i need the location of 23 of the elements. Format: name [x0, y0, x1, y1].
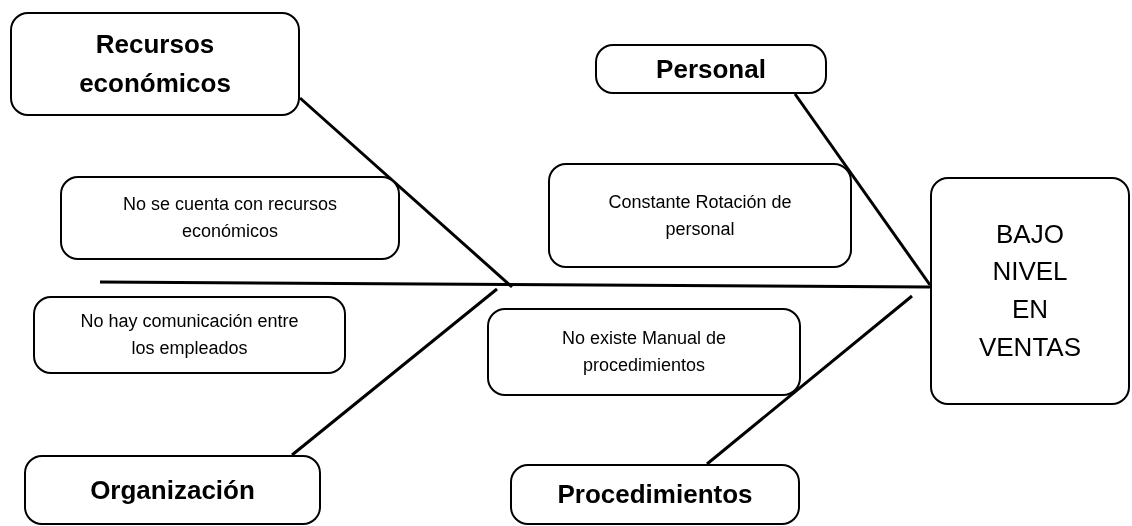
effect-box [930, 177, 1130, 405]
connector-line [299, 96, 513, 289]
cause-box [33, 296, 346, 374]
category-box [24, 455, 321, 525]
cause-text: No hay comunicación entre los empleados [79, 310, 300, 360]
cause-text: Constante Rotación de personal [607, 190, 793, 241]
cause-box [487, 308, 801, 396]
cause-box [60, 176, 400, 260]
cause-text: No se cuenta con recursos económicos [121, 193, 339, 243]
effect-label: BAJO NIVEL EN VENTAS [977, 217, 1083, 364]
category-label: Organización [90, 473, 255, 507]
connector-line [100, 280, 930, 289]
connector-line [793, 93, 932, 286]
category-box [595, 44, 827, 94]
category-label: Procedimientos [557, 478, 753, 511]
connector-line [706, 294, 913, 466]
category-box [10, 12, 300, 116]
category-label: Recursos económicos [78, 28, 232, 100]
connector-line [291, 287, 498, 457]
category-box [510, 464, 800, 525]
cause-text: No existe Manual de procedimientos [560, 327, 728, 377]
category-label: Personal [656, 52, 766, 86]
cause-box [548, 163, 852, 268]
